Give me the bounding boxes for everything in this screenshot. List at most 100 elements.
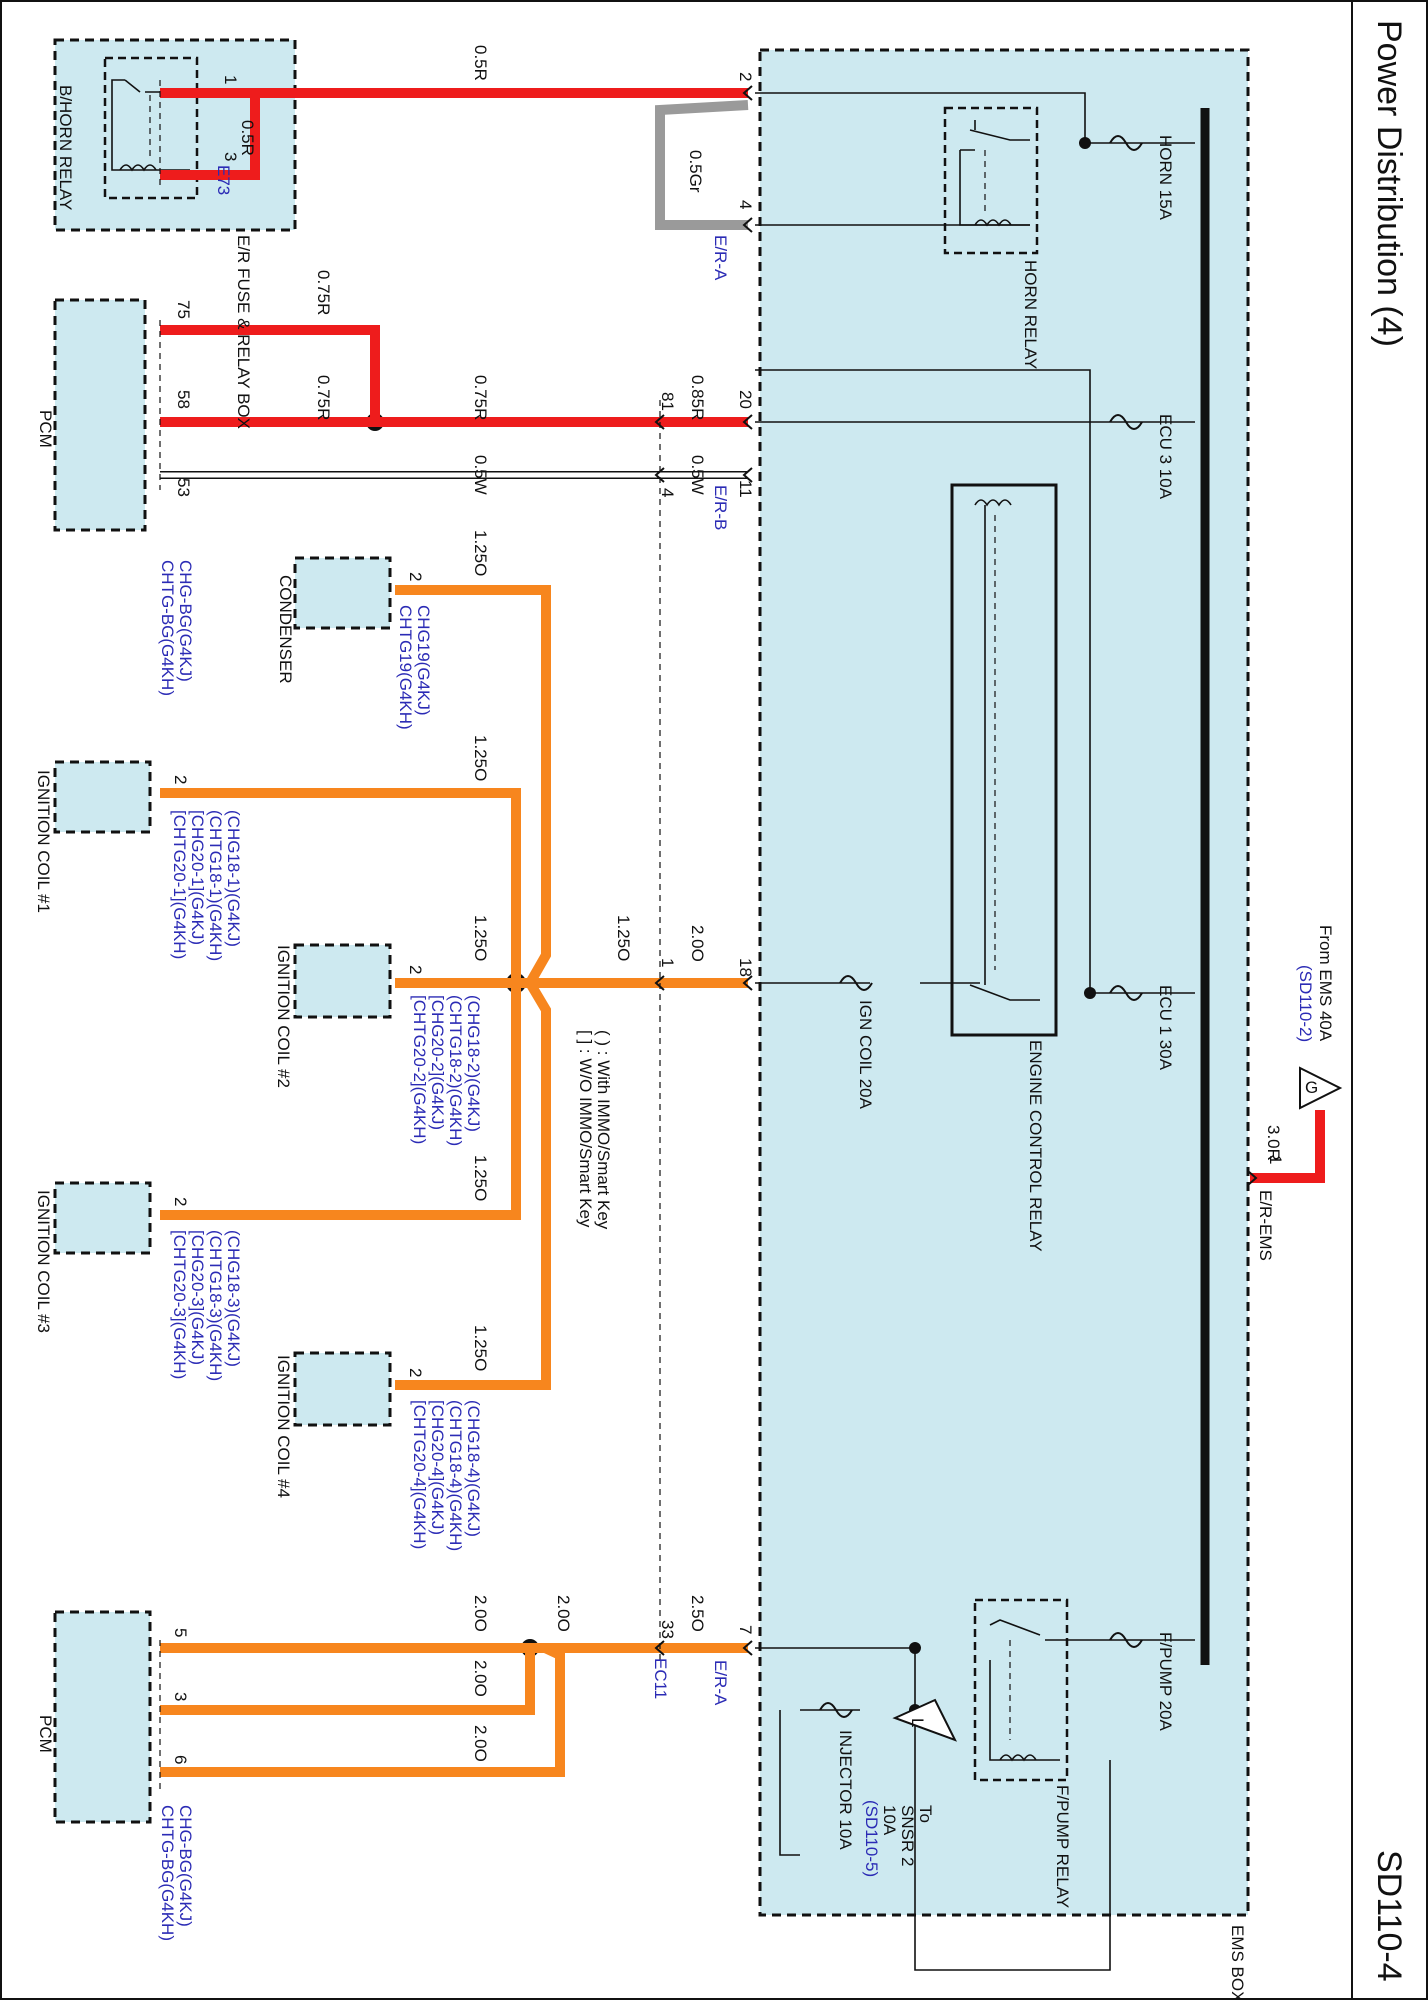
- fuse-box-conn: E73: [214, 165, 233, 195]
- to-snsr-line1: To: [916, 1805, 935, 1823]
- pcm-top: [53, 298, 147, 532]
- fuse-labels: HORN 15A ECU 3 10A IGN COIL 20A ECU 1 30…: [836, 135, 1175, 1850]
- from-ems-label: From EMS 40A: [1316, 925, 1335, 1042]
- svg-text:[CHG20-1](G4KJ): [CHG20-1](G4KJ): [188, 810, 207, 945]
- ground-g-label: G: [1305, 1078, 1318, 1097]
- svg-text:53: 53: [174, 478, 193, 497]
- coil1-label: IGNITION COIL #1: [34, 770, 53, 913]
- svg-text:2: 2: [406, 572, 425, 581]
- ref-labels: From EMS 40A (SD110-2) To SNSR 2 10A (SD…: [862, 925, 1335, 1877]
- to-snsr-line2: SNSR 2: [898, 1805, 917, 1866]
- engine-relay-label: ENGINE CONTROL RELAY: [1026, 1040, 1045, 1252]
- component-labels: B/HORN RELAY E/R FUSE & RELAY BOX E73 PC…: [34, 85, 1247, 2000]
- code-cond-2: CHTG19(G4KH): [396, 605, 415, 730]
- engine-control-relay-symbol: [950, 483, 1058, 1037]
- svg-text:2: 2: [171, 775, 190, 784]
- fuse-ecu1: ECU 1 30A: [1156, 985, 1175, 1071]
- bhorn-relay-switch: [111, 79, 190, 171]
- svg-text:75: 75: [174, 300, 193, 319]
- wire-label: 2.0O: [554, 1595, 573, 1632]
- ground-l-icon: [892, 1698, 958, 1742]
- bhorn-relay-symbol: [103, 56, 199, 200]
- svg-text:33: 33: [658, 1620, 677, 1639]
- wire-label: 1.25O: [471, 1155, 490, 1201]
- coil1-box: [53, 760, 152, 834]
- coil4-label: IGNITION COIL #4: [274, 1355, 293, 1498]
- svg-text:81: 81: [658, 392, 677, 411]
- internal-wiring: [755, 92, 1195, 1971]
- svg-text:2: 2: [406, 965, 425, 974]
- ground-l-label: L: [908, 1718, 927, 1727]
- conn-erb: E/R-B: [711, 485, 730, 530]
- to-snsr-line3: 10A: [880, 1805, 899, 1836]
- wire-label: 2.5O: [688, 1595, 707, 1632]
- svg-text:[CHG20-3](G4KJ): [CHG20-3](G4KJ): [188, 1230, 207, 1365]
- wire-label: 0.75R: [471, 375, 490, 420]
- svg-text:7: 7: [736, 1625, 755, 1634]
- wire-label: 2.0O: [688, 925, 707, 962]
- page-id: SD110-4: [1370, 1850, 1408, 1982]
- connector-dashes: [159, 80, 661, 1790]
- svg-text:(CHG18-4)(G4KJ): (CHG18-4)(G4KJ): [464, 1400, 483, 1537]
- connector-labels: E/R-A E/R-B E/R-A EC11 E/R-EMS: [651, 235, 1275, 1706]
- svg-text:(CHTG18-2)(G4KH): (CHTG18-2)(G4KH): [446, 995, 465, 1146]
- code-cond-1: CHG19(G4KJ): [414, 605, 433, 716]
- coil3-box: [53, 1181, 152, 1255]
- pin-labels: 1 3 2 4 75 58 81 20 53 4 11 2 2 2 2 2 1 …: [171, 72, 1285, 1764]
- wire-label: 0.75R: [314, 270, 333, 315]
- conn-ec11: EC11: [651, 1658, 670, 1699]
- code-pcm-top-1: CHG-BG(G4KJ): [176, 560, 195, 682]
- condenser-box: [293, 556, 392, 630]
- pcm-bottom: [53, 1610, 152, 1824]
- connector-chevrons: [654, 85, 1258, 1656]
- svg-text:6: 6: [171, 1755, 190, 1764]
- wire-label: 0.5W: [688, 455, 707, 495]
- wire-label: 0.5W: [471, 455, 490, 495]
- wire-label: 0.5R: [471, 45, 490, 81]
- coil2-label: IGNITION COIL #2: [274, 945, 293, 1088]
- svg-text:[CHTG20-3](G4KH): [CHTG20-3](G4KH): [170, 1230, 189, 1379]
- svg-text:[CHG20-2](G4KJ): [CHG20-2](G4KJ): [428, 995, 447, 1130]
- svg-text:(CHTG18-3)(G4KH): (CHTG18-3)(G4KH): [206, 1230, 225, 1381]
- page-title: Power Distribution (4): [1370, 20, 1408, 347]
- wire-label: 0.75R: [314, 375, 333, 420]
- fuse-horn: HORN 15A: [1156, 135, 1175, 221]
- svg-text:58: 58: [174, 390, 193, 409]
- svg-text:18: 18: [736, 958, 755, 977]
- svg-text:(CHTG18-4)(G4KH): (CHTG18-4)(G4KH): [446, 1400, 465, 1551]
- wire-label: 0.5Gr: [686, 150, 705, 193]
- bhorn-relay-label: B/HORN RELAY: [56, 85, 75, 210]
- svg-text:(CHG18-2)(G4KJ): (CHG18-2)(G4KJ): [464, 995, 483, 1132]
- fuse-box-label: E/R FUSE & RELAY BOX: [234, 235, 253, 429]
- code-pcm-top-2: CHTG-BG(G4KH): [158, 560, 177, 696]
- wire-label: 0.5R: [238, 120, 257, 156]
- svg-text:11: 11: [736, 480, 755, 498]
- wire-label: 3.0R: [1264, 1125, 1283, 1161]
- horn-relay-symbol: [943, 106, 1039, 255]
- code-pcm-bot-2: CHTG-BG(G4KH): [158, 1805, 177, 1941]
- fuse-injector: INJECTOR 10A: [836, 1730, 855, 1850]
- wire-label: 2.0O: [471, 1725, 490, 1762]
- svg-text:1: 1: [658, 958, 677, 967]
- from-ems-ref: (SD110-2): [1296, 965, 1315, 1042]
- svg-text:[CHTG20-4](G4KH): [CHTG20-4](G4KH): [410, 1400, 429, 1549]
- fpump-relay-label: F/PUMP RELAY: [1053, 1785, 1072, 1908]
- legend-wo-immo: [ ] : W/O IMMO/Smart Key: [576, 1030, 595, 1228]
- svg-text:4: 4: [736, 200, 755, 209]
- fuse-fpump: F/PUMP 20A: [1156, 1632, 1175, 1732]
- svg-text:(CHTG18-1)(G4KH): (CHTG18-1)(G4KH): [206, 810, 225, 961]
- conn-era-bottom: E/R-A: [711, 1660, 730, 1706]
- svg-text:[CHTG20-2](G4KH): [CHTG20-2](G4KH): [410, 995, 429, 1144]
- condenser-label: CONDENSER: [276, 575, 295, 684]
- code-pcm-bot-1: CHG-BG(G4KJ): [176, 1805, 195, 1927]
- pcm-bottom-label: PCM: [36, 1715, 55, 1753]
- horn-relay-label: HORN RELAY: [1021, 260, 1040, 369]
- to-snsr-ref: (SD110-5): [862, 1800, 881, 1877]
- svg-text:(CHG18-1)(G4KJ): (CHG18-1)(G4KJ): [224, 810, 243, 947]
- fuse-symbols: [819, 135, 1143, 1718]
- wire-label: 2.0O: [471, 1595, 490, 1632]
- fuse-ign-coil: IGN COIL 20A: [856, 1000, 875, 1110]
- legend-with-immo: ( ) : With IMMO/Smart Key: [594, 1030, 613, 1230]
- fpump-relay-symbol: [973, 1598, 1069, 1782]
- bhorn-relay-coil: [119, 164, 157, 172]
